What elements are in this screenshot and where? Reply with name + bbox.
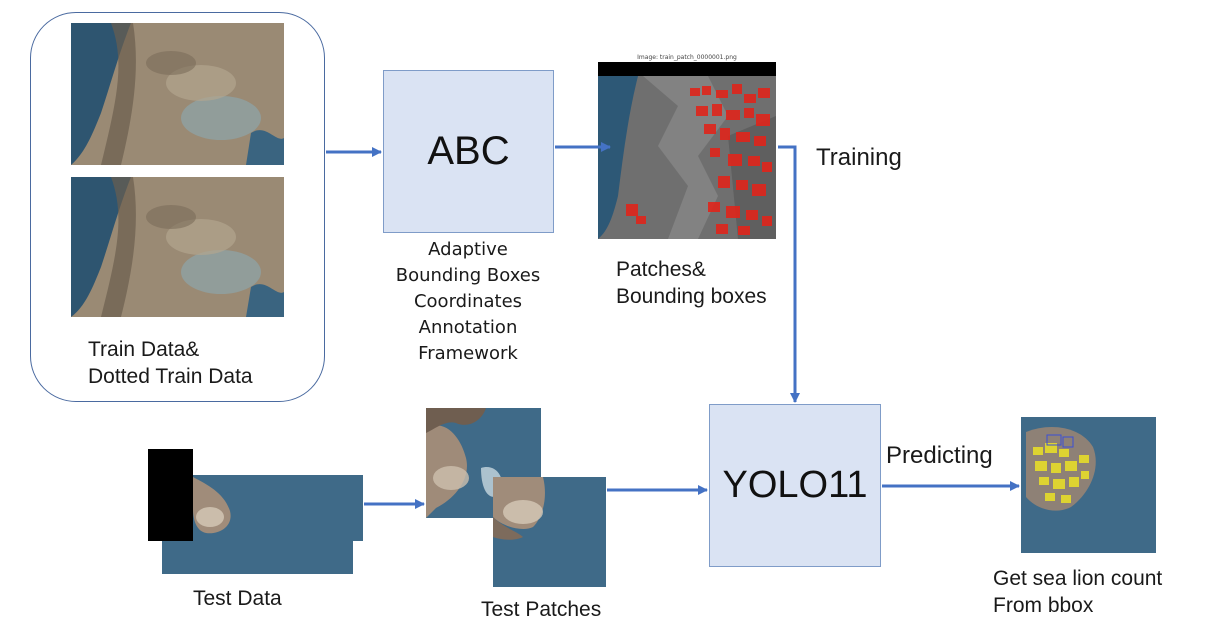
test-data-image (148, 449, 363, 574)
output-caption-line2: From bbox (993, 594, 1094, 617)
abc-caption-line: Adaptive (428, 239, 508, 260)
train-image (71, 23, 284, 165)
abc-caption-line: Coordinates (413, 291, 523, 312)
test-patches-caption: Test Patches (481, 598, 602, 621)
train-caption-line2: Dotted Train Data (88, 365, 253, 388)
patch-image-frame: Image: train_patch_0000001.png (598, 54, 776, 239)
test-data-caption: Test Data (193, 587, 282, 610)
train-caption-line1: Train Data& (88, 338, 200, 361)
output-caption: Get sea lion count From bbox (993, 565, 1162, 619)
test-patch-2 (493, 477, 606, 587)
output-caption-line1: Get sea lion count (993, 567, 1163, 590)
patch-image (598, 76, 776, 239)
abc-box: ABC (383, 70, 554, 233)
train-data-group (30, 12, 325, 402)
abc-title: ABC (427, 129, 510, 173)
patches-caption-line1: Patches& (616, 258, 706, 281)
abc-caption-line: Annotation (418, 317, 518, 338)
training-label: Training (816, 144, 902, 171)
predicting-label: Predicting (886, 442, 993, 469)
abc-caption-line: Bounding Boxes (395, 265, 541, 286)
patch-black-band (598, 62, 776, 76)
patches-caption-line2: Bounding boxes (616, 285, 767, 308)
yolo-box: YOLO11 (709, 404, 881, 567)
dotted-train-image (71, 177, 284, 317)
patches-caption: Patches& Bounding boxes (616, 256, 767, 310)
abc-caption-line: Framework (418, 343, 518, 364)
train-data-caption: Train Data& Dotted Train Data (88, 336, 253, 390)
abc-caption: Adaptive Bounding Boxes Coordinates Anno… (368, 237, 568, 367)
patch-image-title: Image: train_patch_0000001.png (637, 54, 737, 61)
arrow-patches-to-yolo (778, 145, 800, 403)
yolo-title: YOLO11 (722, 464, 868, 506)
output-image (1021, 417, 1156, 553)
